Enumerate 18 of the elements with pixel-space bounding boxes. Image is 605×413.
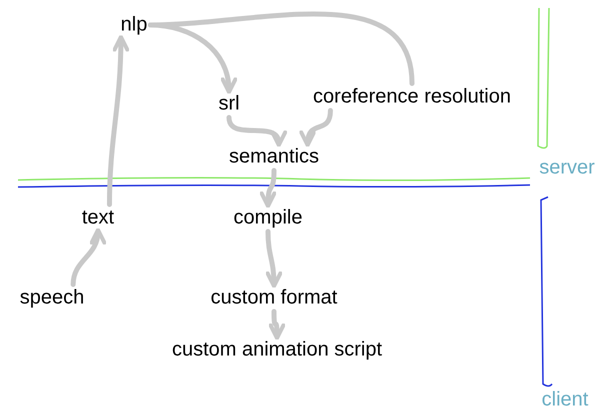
zone-label: client (542, 388, 588, 412)
zone-label: server (539, 156, 595, 180)
arrow (260, 168, 277, 208)
node-label: semantics (226, 144, 322, 170)
node-label: custom animation script (168, 336, 386, 364)
node-label: compile (230, 204, 306, 232)
node-label: coreference resolution (310, 84, 514, 110)
arrow (300, 108, 333, 148)
arrow (265, 229, 282, 288)
node-label: speech (16, 284, 88, 312)
node-label: nlp (118, 12, 150, 38)
node-label: custom format (208, 284, 340, 312)
arrow (70, 228, 106, 287)
node-label: text (78, 204, 118, 232)
arrow (268, 309, 286, 340)
arrow (106, 34, 130, 207)
node-label: srl (215, 90, 243, 118)
arrow (226, 115, 286, 148)
